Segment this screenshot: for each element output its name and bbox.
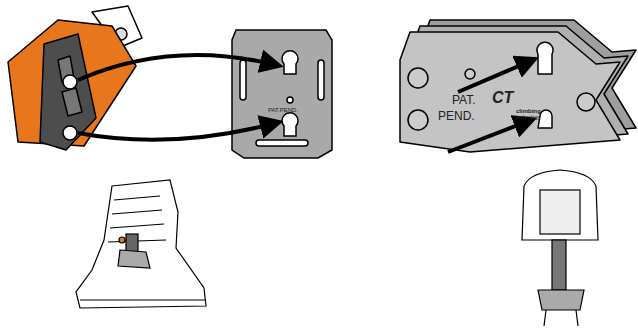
assembly-arrow bbox=[448, 62, 528, 152]
printed-label: PAT. bbox=[452, 94, 476, 106]
printed-label: CT bbox=[492, 90, 513, 106]
printed-label: technology bbox=[516, 115, 540, 120]
printed-label: PEND. bbox=[438, 110, 475, 122]
ct-device bbox=[400, 20, 636, 152]
boot-illustration bbox=[76, 180, 206, 308]
printed-label: climbing bbox=[516, 108, 541, 114]
clamp-device bbox=[8, 6, 142, 150]
boot-rear-illustration bbox=[522, 170, 598, 326]
mounting-plate bbox=[232, 30, 332, 158]
assembly-arrow bbox=[78, 55, 272, 140]
printed-label: PAT.PEND. bbox=[268, 107, 298, 113]
